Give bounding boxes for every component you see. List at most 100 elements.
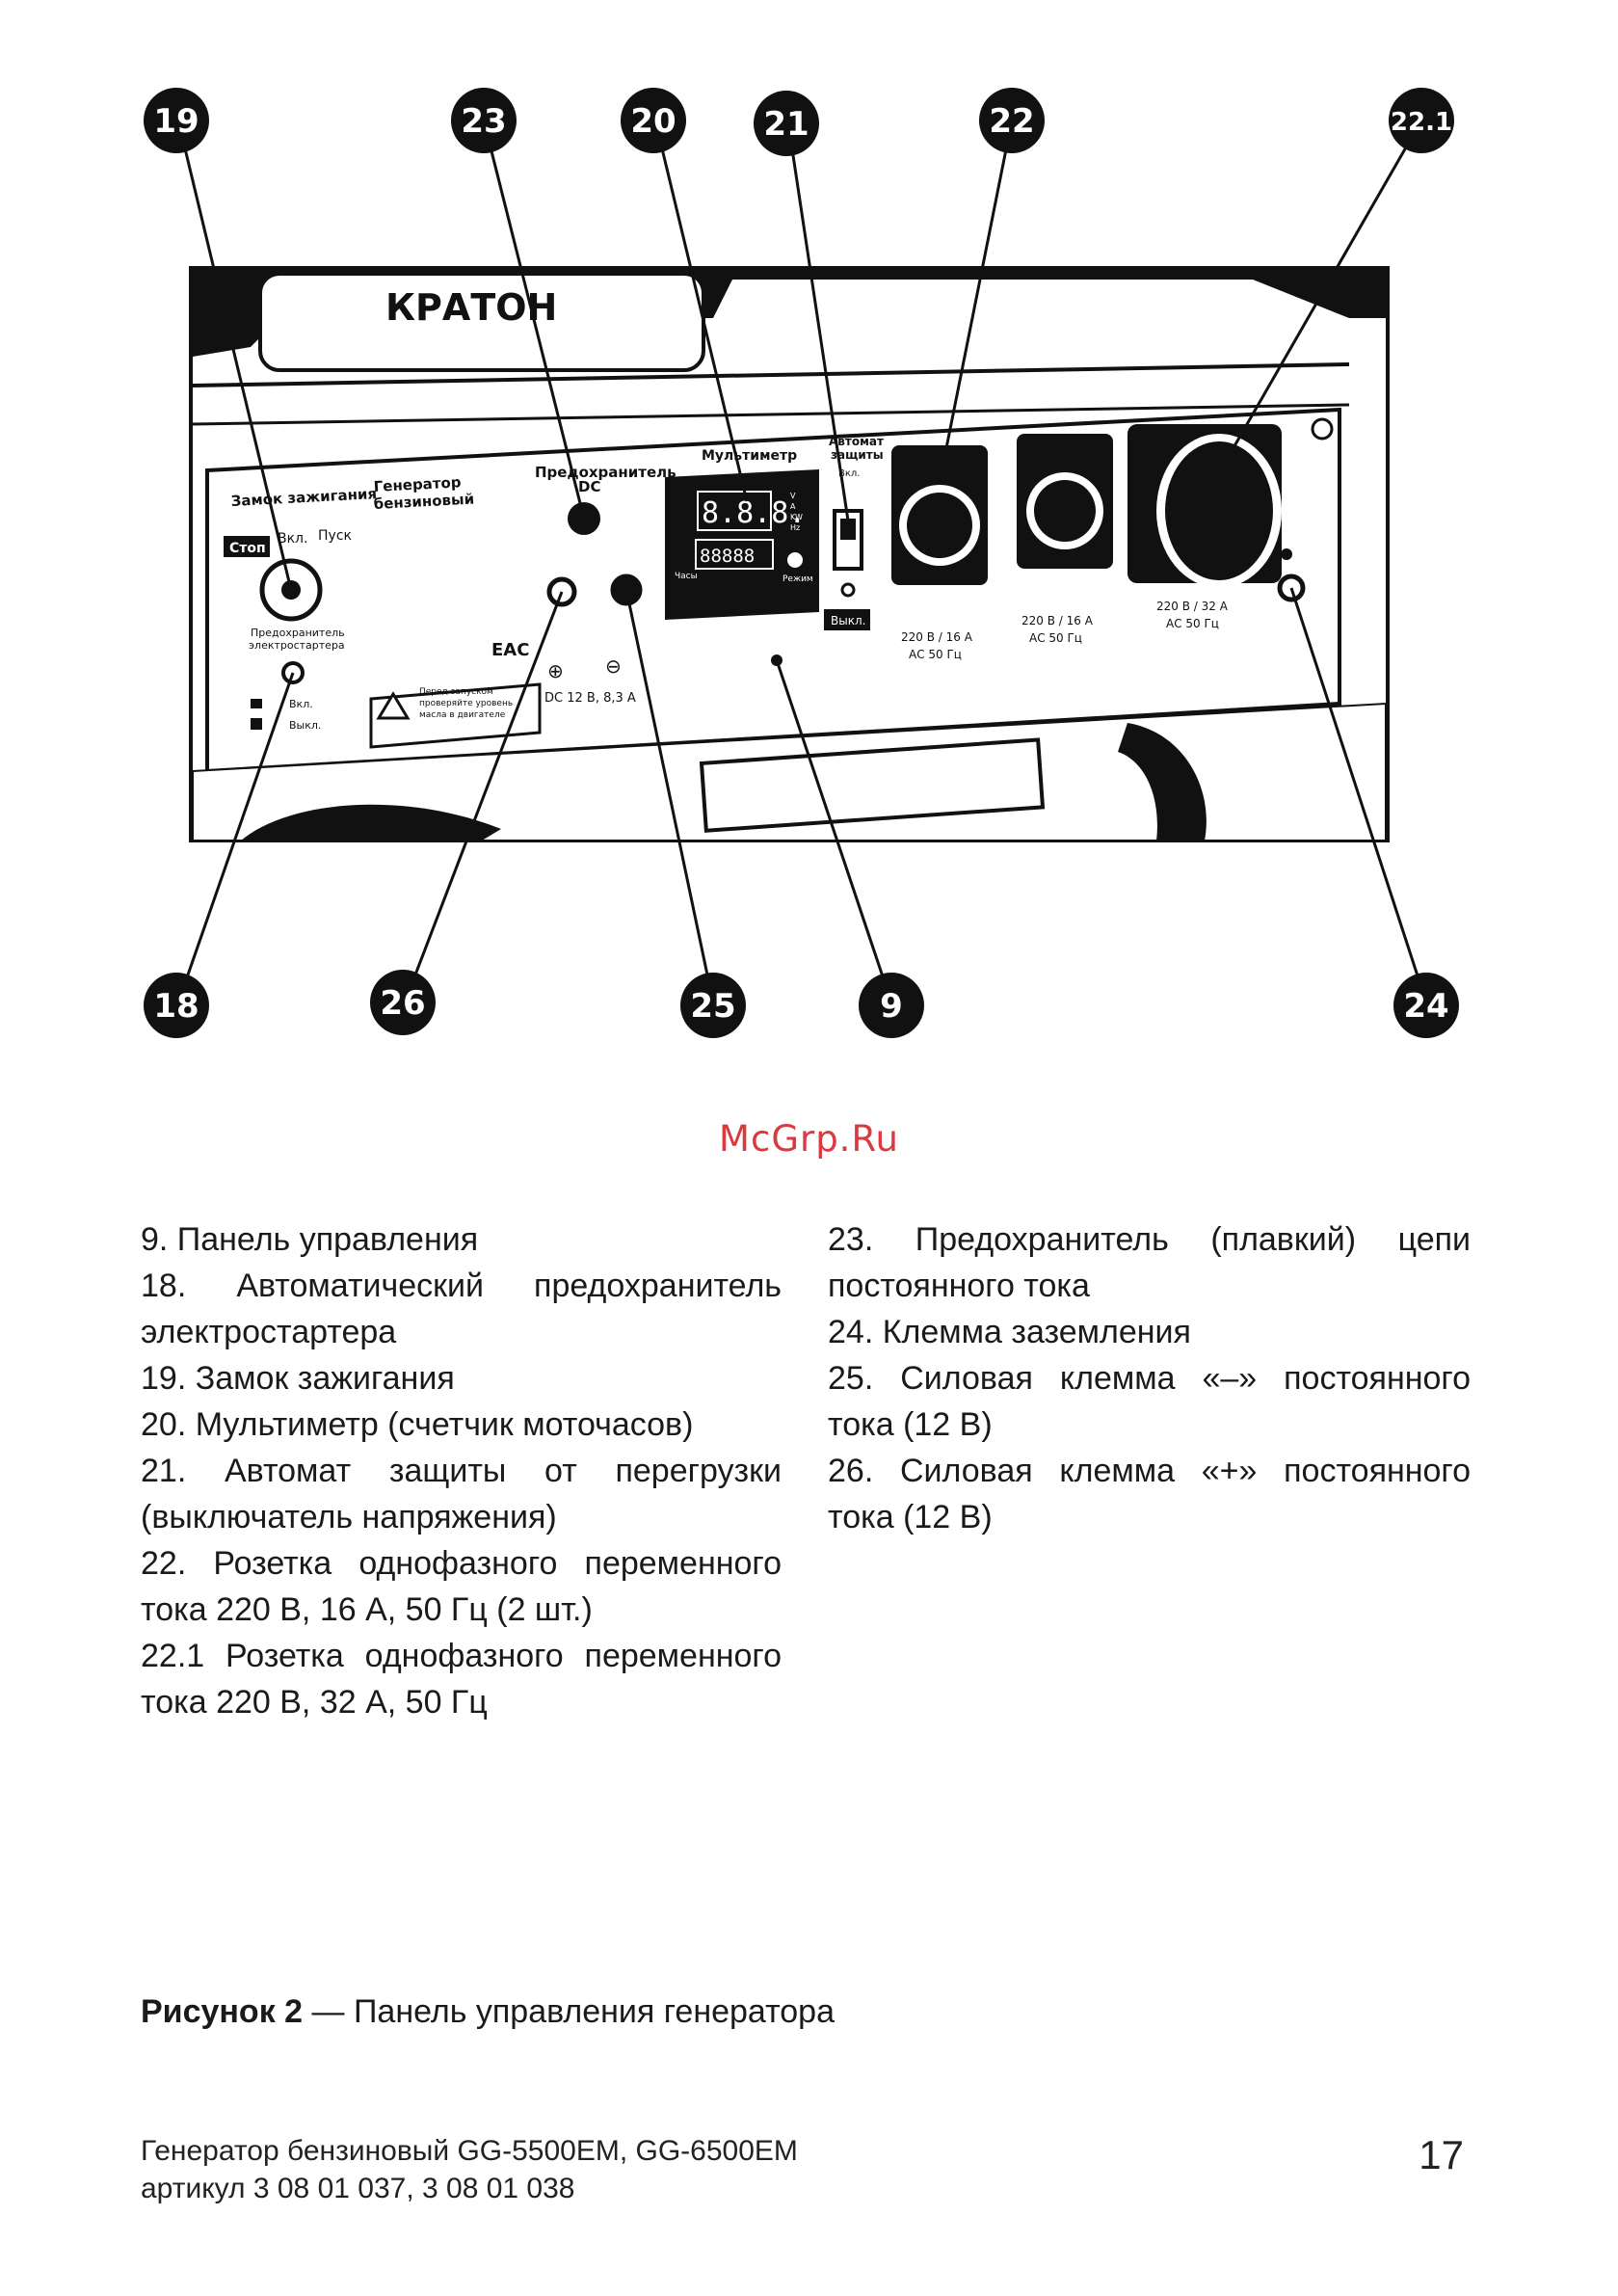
socket3-rating: 220 В / 32 А [1156, 600, 1229, 613]
socket-16a-2[interactable] [1017, 434, 1113, 569]
callout-19: 19 [144, 88, 209, 153]
svg-text:22: 22 [989, 102, 1034, 141]
warning-text-2: проверяйте уровень [419, 699, 513, 708]
legend-left: 9. Панель управления 18. Автоматический … [141, 1216, 782, 1725]
socket3-freq: АС 50 Гц [1166, 617, 1219, 630]
svg-text:23: 23 [461, 102, 506, 141]
svg-text:26: 26 [380, 984, 425, 1023]
breaker-indicator [840, 582, 856, 598]
legend-item: 19. Замок зажигания [141, 1360, 455, 1397]
legend-item: 23. Предохранитель (плавкий) цепи постоя… [828, 1221, 1471, 1304]
breaker-lever [840, 519, 856, 540]
ground-indicator [1281, 548, 1292, 560]
display-bottom-digits: 88888 [700, 546, 755, 567]
legend-item: 22. Розетка однофазного переменного тока… [141, 1545, 782, 1628]
plus-symbol: ⊕ [547, 659, 564, 682]
dc-rating-label: DC 12 В, 8,3 А [544, 691, 636, 706]
svg-text:24: 24 [1403, 987, 1448, 1026]
frame-bolt [1311, 417, 1334, 441]
socket2-rating: 220 В / 16 А [1021, 614, 1094, 627]
warning-text-1: Перед запуском [419, 687, 493, 697]
display-top-window [697, 491, 772, 531]
callout-20: 20 [621, 88, 686, 153]
led-v-label: V [790, 492, 796, 500]
warning-plate [369, 682, 542, 749]
legend-item: 21. Автомат защиты от перегрузки (выключ… [141, 1453, 782, 1535]
callout-22: 22 [979, 88, 1045, 153]
footer-product: Генератор бензиновый GG-5500EM, GG-6500E… [141, 2135, 798, 2167]
led-a-label: A [790, 502, 796, 511]
legend-item: 26. Силовая клемма «+» постоянного тока … [828, 1453, 1471, 1535]
callout-26: 26 [370, 970, 436, 1035]
legend-item: 9. Панель управления [141, 1221, 479, 1258]
warning-triangle-icon [376, 691, 411, 720]
ignition-start-label: Пуск [318, 528, 352, 544]
svg-text:21: 21 [763, 105, 809, 144]
display-top-digits: 8.8.8. [702, 496, 806, 530]
legend-item: 20. Мультиметр (счетчик моточасов) [141, 1406, 694, 1443]
breaker-on-label: Вкл. [838, 468, 860, 479]
leader-lines [176, 120, 1428, 1003]
breaker-off-label: Выкл. [831, 614, 865, 627]
callout-25: 25 [680, 973, 746, 1038]
page-footer: Генератор бензиновый GG-5500EM, GG-6500E… [141, 2132, 798, 2207]
callout-18: 18 [144, 973, 209, 1038]
svg-text:25: 25 [690, 987, 735, 1026]
stop-label-bg [224, 536, 270, 557]
warning-text-3: масла в двигателе [419, 710, 506, 720]
callout-21: 21 [754, 91, 819, 156]
legend-item: 25. Силовая клемма «–» постоянного тока … [828, 1360, 1471, 1443]
generator-label-1: Генератор [373, 473, 462, 495]
socket-32a[interactable] [1127, 424, 1282, 588]
eac-mark: ЕАС [491, 640, 529, 660]
hours-label: Часы [675, 572, 698, 581]
caption-label: Рисунок 2 [141, 1993, 304, 2030]
callout-24: 24 [1393, 973, 1459, 1038]
socket1-rating: 220 В / 16 А [901, 630, 973, 644]
control-panel-figure: КРАТОН Замок зажигания Генератор бензино… [144, 88, 1459, 1038]
mode-button[interactable] [787, 552, 803, 568]
stop-label: Стоп [229, 541, 266, 556]
housing-edge-2 [192, 403, 1350, 426]
footer-article: артикул 3 08 01 037, 3 08 01 038 [141, 2173, 575, 2204]
legend-right: 23. Предохранитель (плавкий) цепи постоя… [828, 1216, 1471, 1540]
dc-fuse-label-2: DC [578, 478, 600, 495]
ignition-on-label: Вкл. [278, 531, 307, 547]
generator-label-2: бензиновый [373, 491, 474, 513]
callout-9: 9 [859, 973, 924, 1038]
engine-part [241, 804, 501, 841]
frame-tube [1118, 723, 1207, 841]
caption-text: — Панель управления генератора [303, 1993, 835, 2030]
callout-22-1: 22.1 [1389, 88, 1454, 153]
socket2-freq: АС 50 Гц [1029, 631, 1082, 645]
switch-off-icon [251, 718, 262, 730]
page-number: 17 [1419, 2132, 1464, 2177]
callout-23: 23 [451, 88, 517, 153]
legend-item: 18. Автоматический предохранитель электр… [141, 1268, 782, 1350]
legend-item: 24. Клемма заземления [828, 1314, 1191, 1350]
svg-text:20: 20 [630, 102, 676, 141]
mode-label: Режим [782, 574, 813, 584]
svg-text:19: 19 [153, 102, 199, 141]
minus-symbol: ⊖ [605, 654, 622, 678]
figure-caption: Рисунок 2 — Панель управления генератора [141, 1993, 835, 2031]
socket-16a-1[interactable] [891, 445, 988, 585]
display-bottom-window [695, 539, 774, 570]
svg-text:9: 9 [880, 987, 903, 1026]
cross-bar [699, 737, 1046, 833]
switch-on-label: Вкл. [289, 698, 313, 710]
watermark: McGrp.Ru [719, 1118, 899, 1160]
switch-off-label: Выкл. [289, 719, 321, 732]
fuse-starter-label-2: электростартера [249, 639, 345, 652]
breaker-label-1: Автомат [829, 435, 884, 448]
breaker-label-2: защиты [831, 448, 884, 462]
svg-text:18: 18 [153, 987, 199, 1026]
dc-fuse-label: Предохранитель [535, 464, 676, 481]
svg-text:22.1: 22.1 [1391, 108, 1452, 137]
switch-on-icon [251, 699, 262, 708]
socket1-freq: АС 50 Гц [909, 648, 962, 661]
breaker-off-bg [824, 609, 870, 630]
fuse-starter-label-1: Предохранитель [251, 627, 345, 639]
led-kw-label: KW [790, 513, 803, 521]
legend-item: 22.1 Розетка однофазного переменного ток… [141, 1638, 782, 1721]
